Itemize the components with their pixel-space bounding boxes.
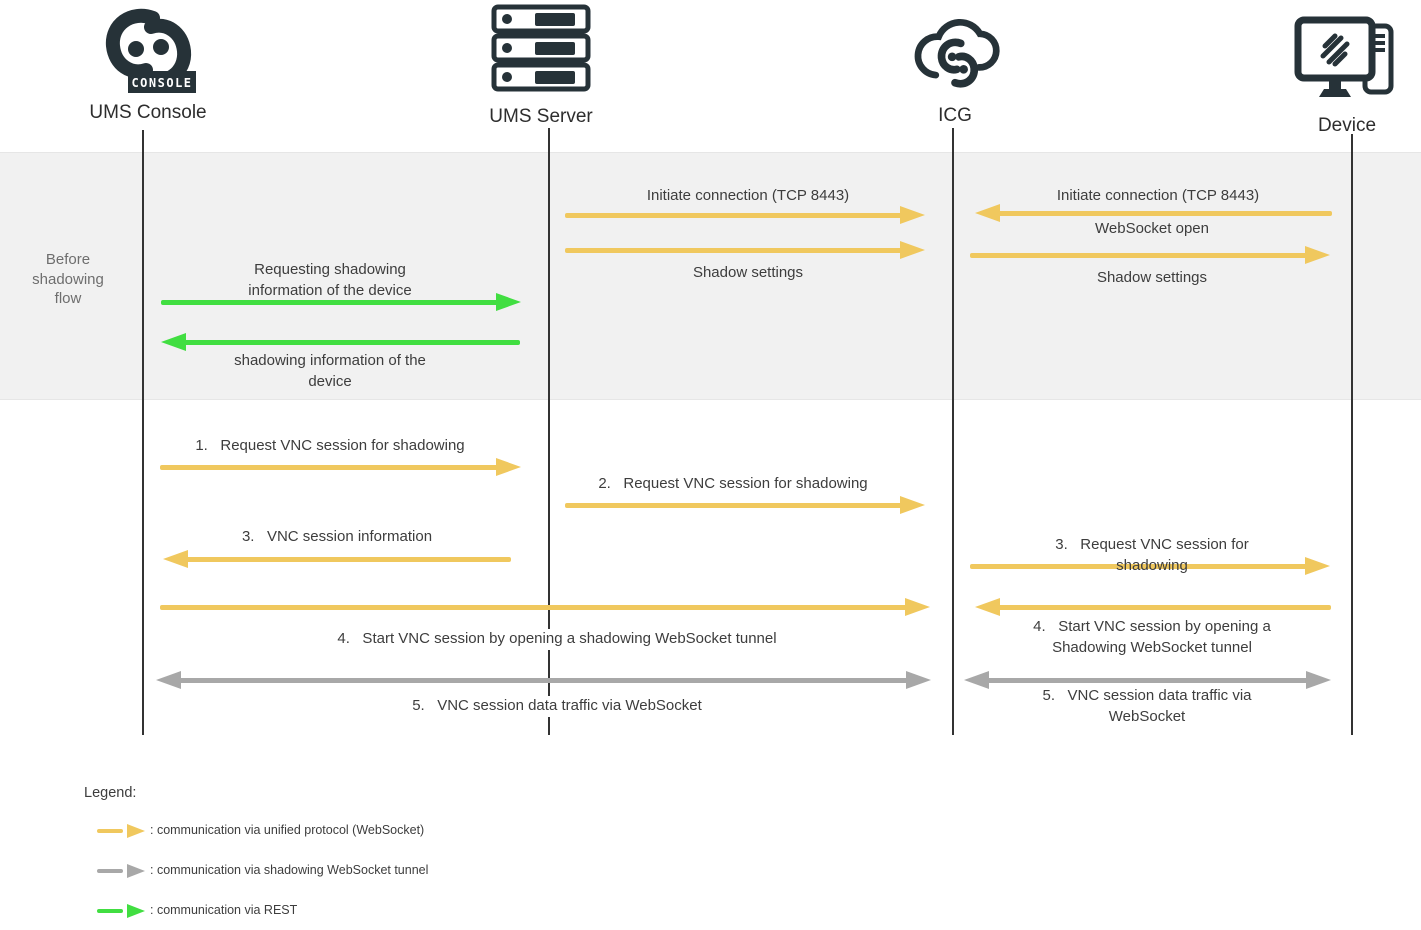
phase-label: Before shadowing flow bbox=[32, 251, 104, 307]
label-shadow-settings-ums-icg: Shadow settings bbox=[692, 264, 804, 281]
svg-text:CONSOLE: CONSOLE bbox=[131, 76, 192, 90]
actor-label-ums-server: UMS Server bbox=[489, 106, 593, 127]
before-shadowing-band bbox=[0, 152, 1421, 400]
icg-cloud-icon bbox=[914, 18, 1000, 88]
lifeline-ums-server bbox=[548, 128, 550, 735]
igel-console-icon: CONSOLE bbox=[105, 8, 196, 93]
label-step3-request-vnc-device: 3. Request VNC session for shadowing bbox=[1055, 536, 1253, 574]
legend-label-unified-protocol: : communication via unified protocol (We… bbox=[150, 823, 425, 837]
label-step2-request-vnc: 2. Request VNC session for shadowing bbox=[598, 475, 868, 492]
device-icon bbox=[1294, 16, 1394, 97]
label-step5-data-traffic: 5. VNC session data traffic via WebSocke… bbox=[406, 696, 708, 717]
lifeline-icg bbox=[952, 128, 954, 735]
label-initiate-connection-ums-icg: Initiate connection (TCP 8443) bbox=[646, 187, 850, 204]
label-websocket-open: WebSocket open bbox=[1095, 220, 1209, 237]
label-step3-vnc-info: 3. VNC session information bbox=[241, 528, 433, 545]
lifeline-device bbox=[1351, 134, 1353, 735]
label-shadowing-info-response: shadowing information of the device bbox=[234, 352, 426, 390]
legend-title: Legend: bbox=[84, 785, 137, 801]
actor-label-ums-console: UMS Console bbox=[89, 102, 207, 123]
legend-label-websocket-tunnel: : communication via shadowing WebSocket … bbox=[150, 863, 429, 877]
label-step4-open-tunnel-device: 4. Start VNC session by opening a Shadow… bbox=[1033, 618, 1271, 656]
actor-label-device: Device bbox=[1317, 115, 1377, 136]
lifeline-ums-console bbox=[142, 130, 144, 735]
label-step5-data-traffic-device: 5. VNC session data traffic via WebSocke… bbox=[1042, 687, 1252, 725]
label-request-shadowing-info: Requesting shadowing information of the … bbox=[248, 261, 412, 299]
label-step4-open-tunnel: 4. Start VNC session by opening a shadow… bbox=[331, 629, 783, 650]
label-shadow-settings-icg-device: Shadow settings bbox=[1096, 269, 1208, 286]
server-stack-icon bbox=[491, 4, 591, 92]
label-initiate-connection-device-icg: Initiate connection (TCP 8443) bbox=[1056, 187, 1260, 204]
legend-label-rest: : communication via REST bbox=[150, 903, 298, 917]
actor-label-icg: ICG bbox=[938, 105, 972, 126]
label-step1-request-vnc: 1. Request VNC session for shadowing bbox=[195, 437, 465, 454]
